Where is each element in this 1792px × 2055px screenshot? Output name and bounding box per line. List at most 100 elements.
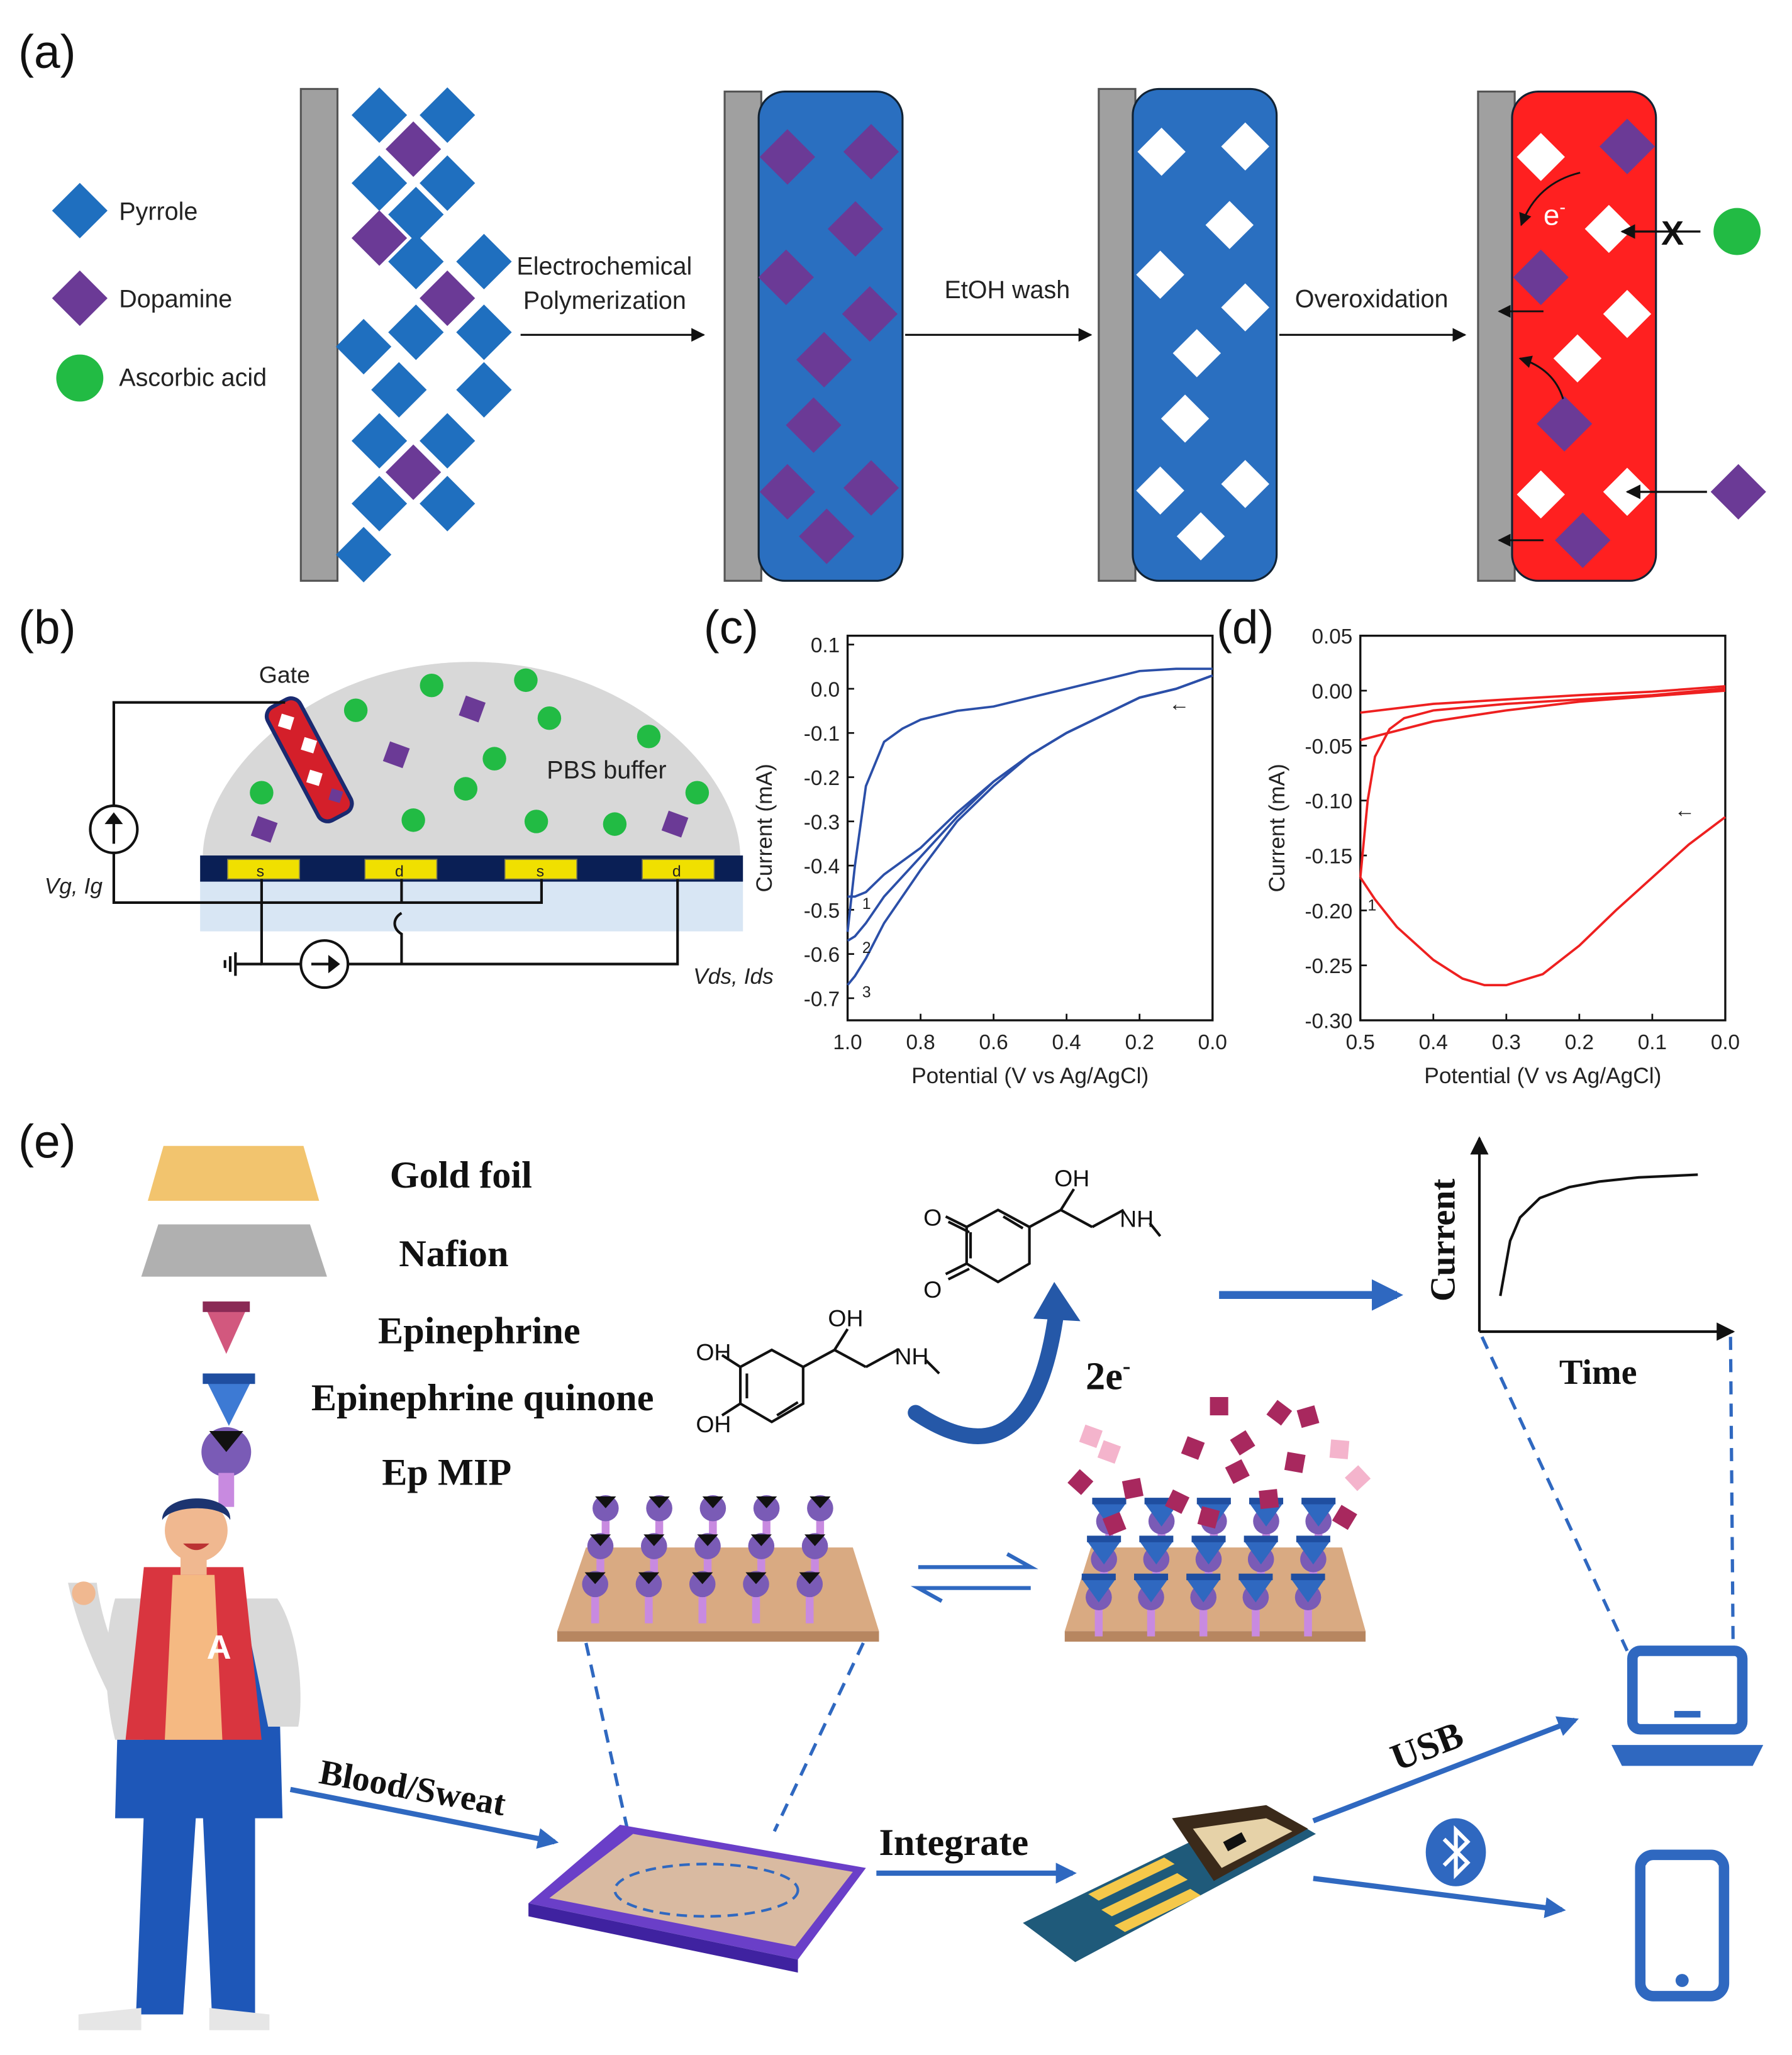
y-tick-label: -0.5 bbox=[804, 899, 840, 923]
usb-arrow bbox=[1312, 1716, 1579, 1824]
legend-nafion: Nafion bbox=[399, 1233, 508, 1275]
epi-oh-2: OH bbox=[696, 1339, 731, 1366]
released-epinephrine bbox=[1332, 1505, 1357, 1530]
bound-dopamine bbox=[1599, 118, 1656, 175]
ascorbic-acid-particle bbox=[343, 698, 368, 722]
drain-source-icon bbox=[299, 939, 350, 989]
mip-receptor bbox=[694, 1533, 721, 1586]
ascorbic-acid-particle bbox=[685, 781, 710, 805]
gate-bias-label: Vg, Ig bbox=[45, 874, 103, 898]
inset-current-trace bbox=[1499, 1173, 1698, 1296]
electron-transfer-arrow-2 bbox=[1518, 355, 1564, 399]
ascorbic-acid-particle bbox=[514, 668, 538, 693]
released-epinephrine bbox=[1230, 1430, 1255, 1456]
epi-oh-3: OH bbox=[696, 1411, 731, 1437]
source-electrode-2 bbox=[504, 859, 577, 880]
y-tick-label: -0.3 bbox=[804, 811, 840, 834]
mip-receptors-bound bbox=[1081, 1498, 1336, 1637]
legend-ep-mip: Ep MIP bbox=[382, 1451, 511, 1493]
mip-receptor-bound bbox=[1133, 1573, 1169, 1637]
circuit-wires bbox=[112, 701, 679, 966]
electrode-3 bbox=[1098, 87, 1137, 582]
pyrrole-molecule bbox=[456, 362, 512, 418]
cavity bbox=[1176, 512, 1225, 560]
x-tick-label: 0.0 bbox=[1198, 1031, 1227, 1054]
cavity bbox=[1517, 133, 1565, 181]
cv-trace-3 bbox=[1360, 689, 1726, 742]
quinone-oh: OH bbox=[1054, 1165, 1089, 1191]
template-dopamine bbox=[796, 331, 852, 387]
cavity bbox=[1584, 204, 1633, 253]
y-axis-label: Current (mA) bbox=[752, 764, 777, 892]
cv-trace-4 bbox=[846, 667, 1213, 932]
x-tick-label: 0.5 bbox=[1346, 1031, 1375, 1054]
overoxidized-film bbox=[1511, 91, 1657, 582]
x-tick-label: 0.2 bbox=[1565, 1031, 1594, 1054]
y-tick-label: -0.4 bbox=[804, 855, 840, 879]
dopamine-particle bbox=[661, 810, 689, 838]
bluetooth-arrow bbox=[1313, 1876, 1566, 1919]
ground-icon bbox=[223, 952, 237, 976]
x-tick-label: 0.6 bbox=[979, 1031, 1008, 1054]
released-molecules bbox=[1067, 1396, 1371, 1536]
y-tick-label: -0.20 bbox=[1305, 900, 1352, 923]
panel-label-a: (a) bbox=[18, 25, 76, 78]
released-epinephrine bbox=[1259, 1489, 1279, 1510]
y-tick-label: 0.0 bbox=[811, 678, 840, 701]
cavity bbox=[1221, 460, 1269, 508]
ascorbic-acid-particle bbox=[482, 747, 506, 771]
laptop-icon[interactable] bbox=[1611, 1646, 1764, 1766]
drain-bias-label: Vds, Ids bbox=[693, 964, 774, 989]
released-epinephrine bbox=[1266, 1400, 1293, 1426]
quinone-structure bbox=[945, 1188, 1162, 1284]
released-epinephrine bbox=[1181, 1436, 1205, 1460]
ascorbic-acid-particle bbox=[454, 777, 478, 801]
phone-icon[interactable] bbox=[1635, 1849, 1730, 2002]
mip-receptor bbox=[635, 1571, 662, 1623]
ascorbic-acid-particle bbox=[637, 725, 661, 749]
electrode-4 bbox=[1477, 91, 1516, 582]
gold-foil-icon bbox=[147, 1145, 320, 1201]
pyrrole-molecule bbox=[351, 476, 408, 532]
y-tick-label: -0.30 bbox=[1305, 1010, 1352, 1033]
pyrrole-molecule bbox=[351, 87, 408, 143]
legend-dopamine: Dopamine bbox=[119, 286, 232, 313]
pyrrole-molecule bbox=[336, 318, 392, 375]
cavity bbox=[1172, 329, 1222, 377]
legend-a: Pyrrole Dopamine Ascorbic acid bbox=[52, 182, 267, 402]
x-axis-label: Potential (V vs Ag/AgCl) bbox=[911, 1064, 1149, 1088]
pbs-buffer-label: PBS buffer bbox=[547, 756, 666, 784]
mip-receptors-empty bbox=[582, 1495, 833, 1623]
inset-ylabel: Current bbox=[1423, 1178, 1462, 1301]
cavity bbox=[1221, 122, 1269, 171]
electron-transfer-arrow bbox=[1519, 172, 1581, 226]
mip-receptor bbox=[582, 1571, 608, 1623]
x-tick-label: 0.3 bbox=[1492, 1031, 1521, 1054]
legend-epinephrine: Epinephrine bbox=[378, 1310, 581, 1352]
quinone-nh: NH bbox=[1120, 1206, 1154, 1232]
dopamine-particle bbox=[459, 695, 486, 723]
panel-b: (b) s d s d Gate PBS buffer bbox=[18, 601, 774, 989]
epinephrine-quinone-icon bbox=[203, 1373, 255, 1426]
released-epinephrine bbox=[1121, 1478, 1144, 1500]
step-polymerization-line2: Polymerization bbox=[523, 287, 686, 315]
y-axis-label: Current (mA) bbox=[1265, 764, 1289, 892]
pyrrole-molecule bbox=[351, 155, 408, 211]
cycle-label: 2 bbox=[862, 939, 871, 957]
source-label-2: s bbox=[537, 862, 544, 880]
epinephrine-quinone-icon-top bbox=[203, 1373, 255, 1384]
x-tick-label: 0.8 bbox=[906, 1031, 935, 1054]
released-epinephrine bbox=[1165, 1489, 1190, 1514]
mip-receptor-bound bbox=[1291, 1573, 1325, 1637]
plot-frame bbox=[1359, 635, 1727, 1022]
substrate-base bbox=[200, 879, 743, 932]
mip-receptor-bound bbox=[1186, 1573, 1221, 1637]
x-tick-label: 1.0 bbox=[833, 1031, 862, 1054]
pyrrole-molecule bbox=[388, 233, 444, 290]
pyrrole-molecule bbox=[388, 304, 444, 360]
epi-nh: NH bbox=[894, 1343, 928, 1369]
cavity bbox=[1136, 250, 1184, 299]
cavity bbox=[1160, 394, 1210, 443]
